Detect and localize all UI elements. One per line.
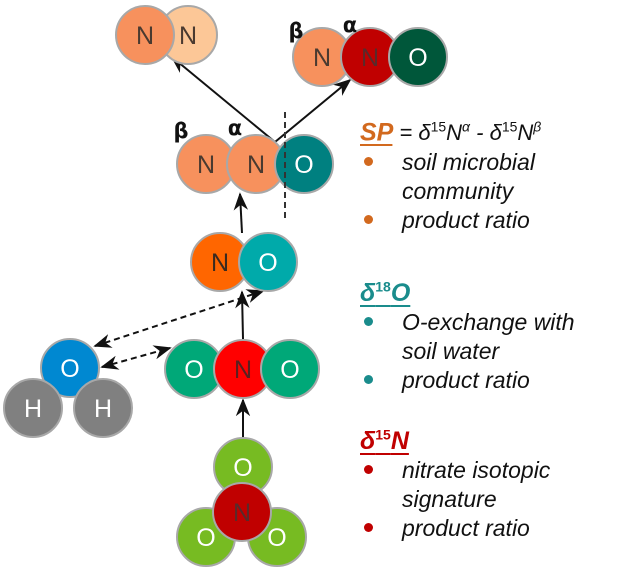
alpha-label-n2o-product: α [343, 13, 357, 37]
atom-label: N [247, 151, 265, 179]
legend-item: soil microbial community [360, 148, 612, 206]
legend-item: O-exchange with soil water [360, 308, 612, 366]
atom-o [274, 134, 334, 194]
oxygen-exchange-arrows [93, 289, 265, 370]
site-preference-title: SP [360, 118, 393, 147]
bullet-icon [364, 465, 373, 475]
legend-site-preference: SP = δ15Nα - δ15Nβ soil microbial commun… [360, 112, 612, 235]
atom-label: N [211, 249, 229, 277]
alpha-label-n2o: α [228, 116, 242, 140]
element-symbol: N [390, 427, 409, 456]
exchange-arrow-h2o-no2 [100, 345, 172, 370]
eq-mass: 15 [501, 119, 518, 135]
atom-o [238, 232, 298, 292]
delta-18o-heading: δ18O [360, 272, 612, 308]
eq-minus: - [470, 120, 490, 146]
molecule-nitrate: O O ON [176, 437, 307, 567]
delta-15n-title: δ15N [360, 427, 409, 455]
legend-item: product ratio [360, 206, 612, 235]
atom-o [260, 339, 320, 399]
element-symbol: O [390, 279, 411, 308]
legend-delta-18o: δ18O O-exchange with soil water product … [360, 272, 612, 395]
atom-label: O [233, 454, 252, 482]
atom-label: N [136, 22, 154, 50]
atom-label: O [196, 524, 215, 552]
eq-beta: β [533, 119, 542, 135]
atom-label: O [294, 151, 313, 179]
bullet-icon [364, 523, 373, 533]
atom-n [212, 482, 272, 542]
legend-item: product ratio [360, 514, 612, 543]
delta-symbol: δ [360, 279, 376, 308]
legend-item-text: O-exchange with soil water [402, 309, 575, 365]
mass-number: 18 [375, 279, 391, 295]
bullet-icon [364, 375, 373, 385]
molecule-dinitrogen: NN [115, 5, 218, 65]
atom-n [115, 5, 175, 65]
beta-label-n2o-product: β [288, 19, 303, 43]
site-preference-heading: SP = δ15Nα - δ15Nβ [360, 112, 612, 148]
eq-equals: = [399, 120, 419, 146]
legend-item: product ratio [360, 366, 612, 395]
eq-element: N [517, 120, 534, 146]
atom-label: N [361, 44, 379, 72]
atom-label: O [280, 356, 299, 384]
bullet-icon [364, 215, 373, 225]
legend-item-text: product ratio [402, 367, 530, 394]
arrow-n2o-to-n2o-product [274, 78, 352, 143]
atom-label: O [258, 249, 277, 277]
delta-symbol: δ [360, 427, 376, 456]
atom-label: O [184, 356, 203, 384]
legend-item-text: nitrate isotopic signature [402, 457, 551, 513]
atom-o [40, 338, 100, 398]
atom-label: N [234, 356, 252, 384]
atom-h [3, 378, 63, 438]
atom-label: N [197, 151, 215, 179]
bullet-icon [364, 317, 373, 327]
line-no-to-n2o [233, 192, 249, 234]
mass-number: 15 [375, 427, 391, 443]
atom-label: O [408, 44, 427, 72]
atom-label: O [60, 355, 79, 383]
arrow-no2-to-no [235, 290, 250, 340]
bullet-icon [364, 157, 373, 167]
legend-item-text: product ratio [402, 207, 530, 234]
eq-element: N [446, 120, 463, 146]
atom-label: N [179, 22, 197, 50]
beta-label-n2o: β [173, 119, 188, 143]
legend-delta-15n: δ15N nitrate isotopic signature product … [360, 420, 612, 543]
legend-item: nitrate isotopic signature [360, 456, 612, 514]
atom-label: H [24, 395, 42, 423]
atom-label: O [267, 524, 286, 552]
delta-15n-heading: δ15N [360, 420, 612, 456]
atom-o [388, 27, 448, 87]
atom-label: H [94, 395, 112, 423]
molecule-water: OH H [3, 338, 133, 438]
atom-label: N [233, 499, 251, 527]
eq-mass: 15 [430, 119, 447, 135]
eq-delta: δ [418, 120, 431, 146]
atom-h [73, 378, 133, 438]
delta-18o-title: δ18O [360, 279, 410, 307]
site-preference-equation: = δ15Nα - δ15Nβ [399, 119, 542, 146]
arrow-n2o-to-n2 [170, 55, 276, 143]
eq-delta: δ [489, 120, 502, 146]
eq-alpha: α [462, 119, 471, 135]
legend-item-text: soil microbial community [402, 149, 535, 205]
legend-item-text: product ratio [402, 515, 530, 542]
atom-label: N [313, 44, 331, 72]
exchange-arrow-h2o-no [93, 289, 265, 348]
